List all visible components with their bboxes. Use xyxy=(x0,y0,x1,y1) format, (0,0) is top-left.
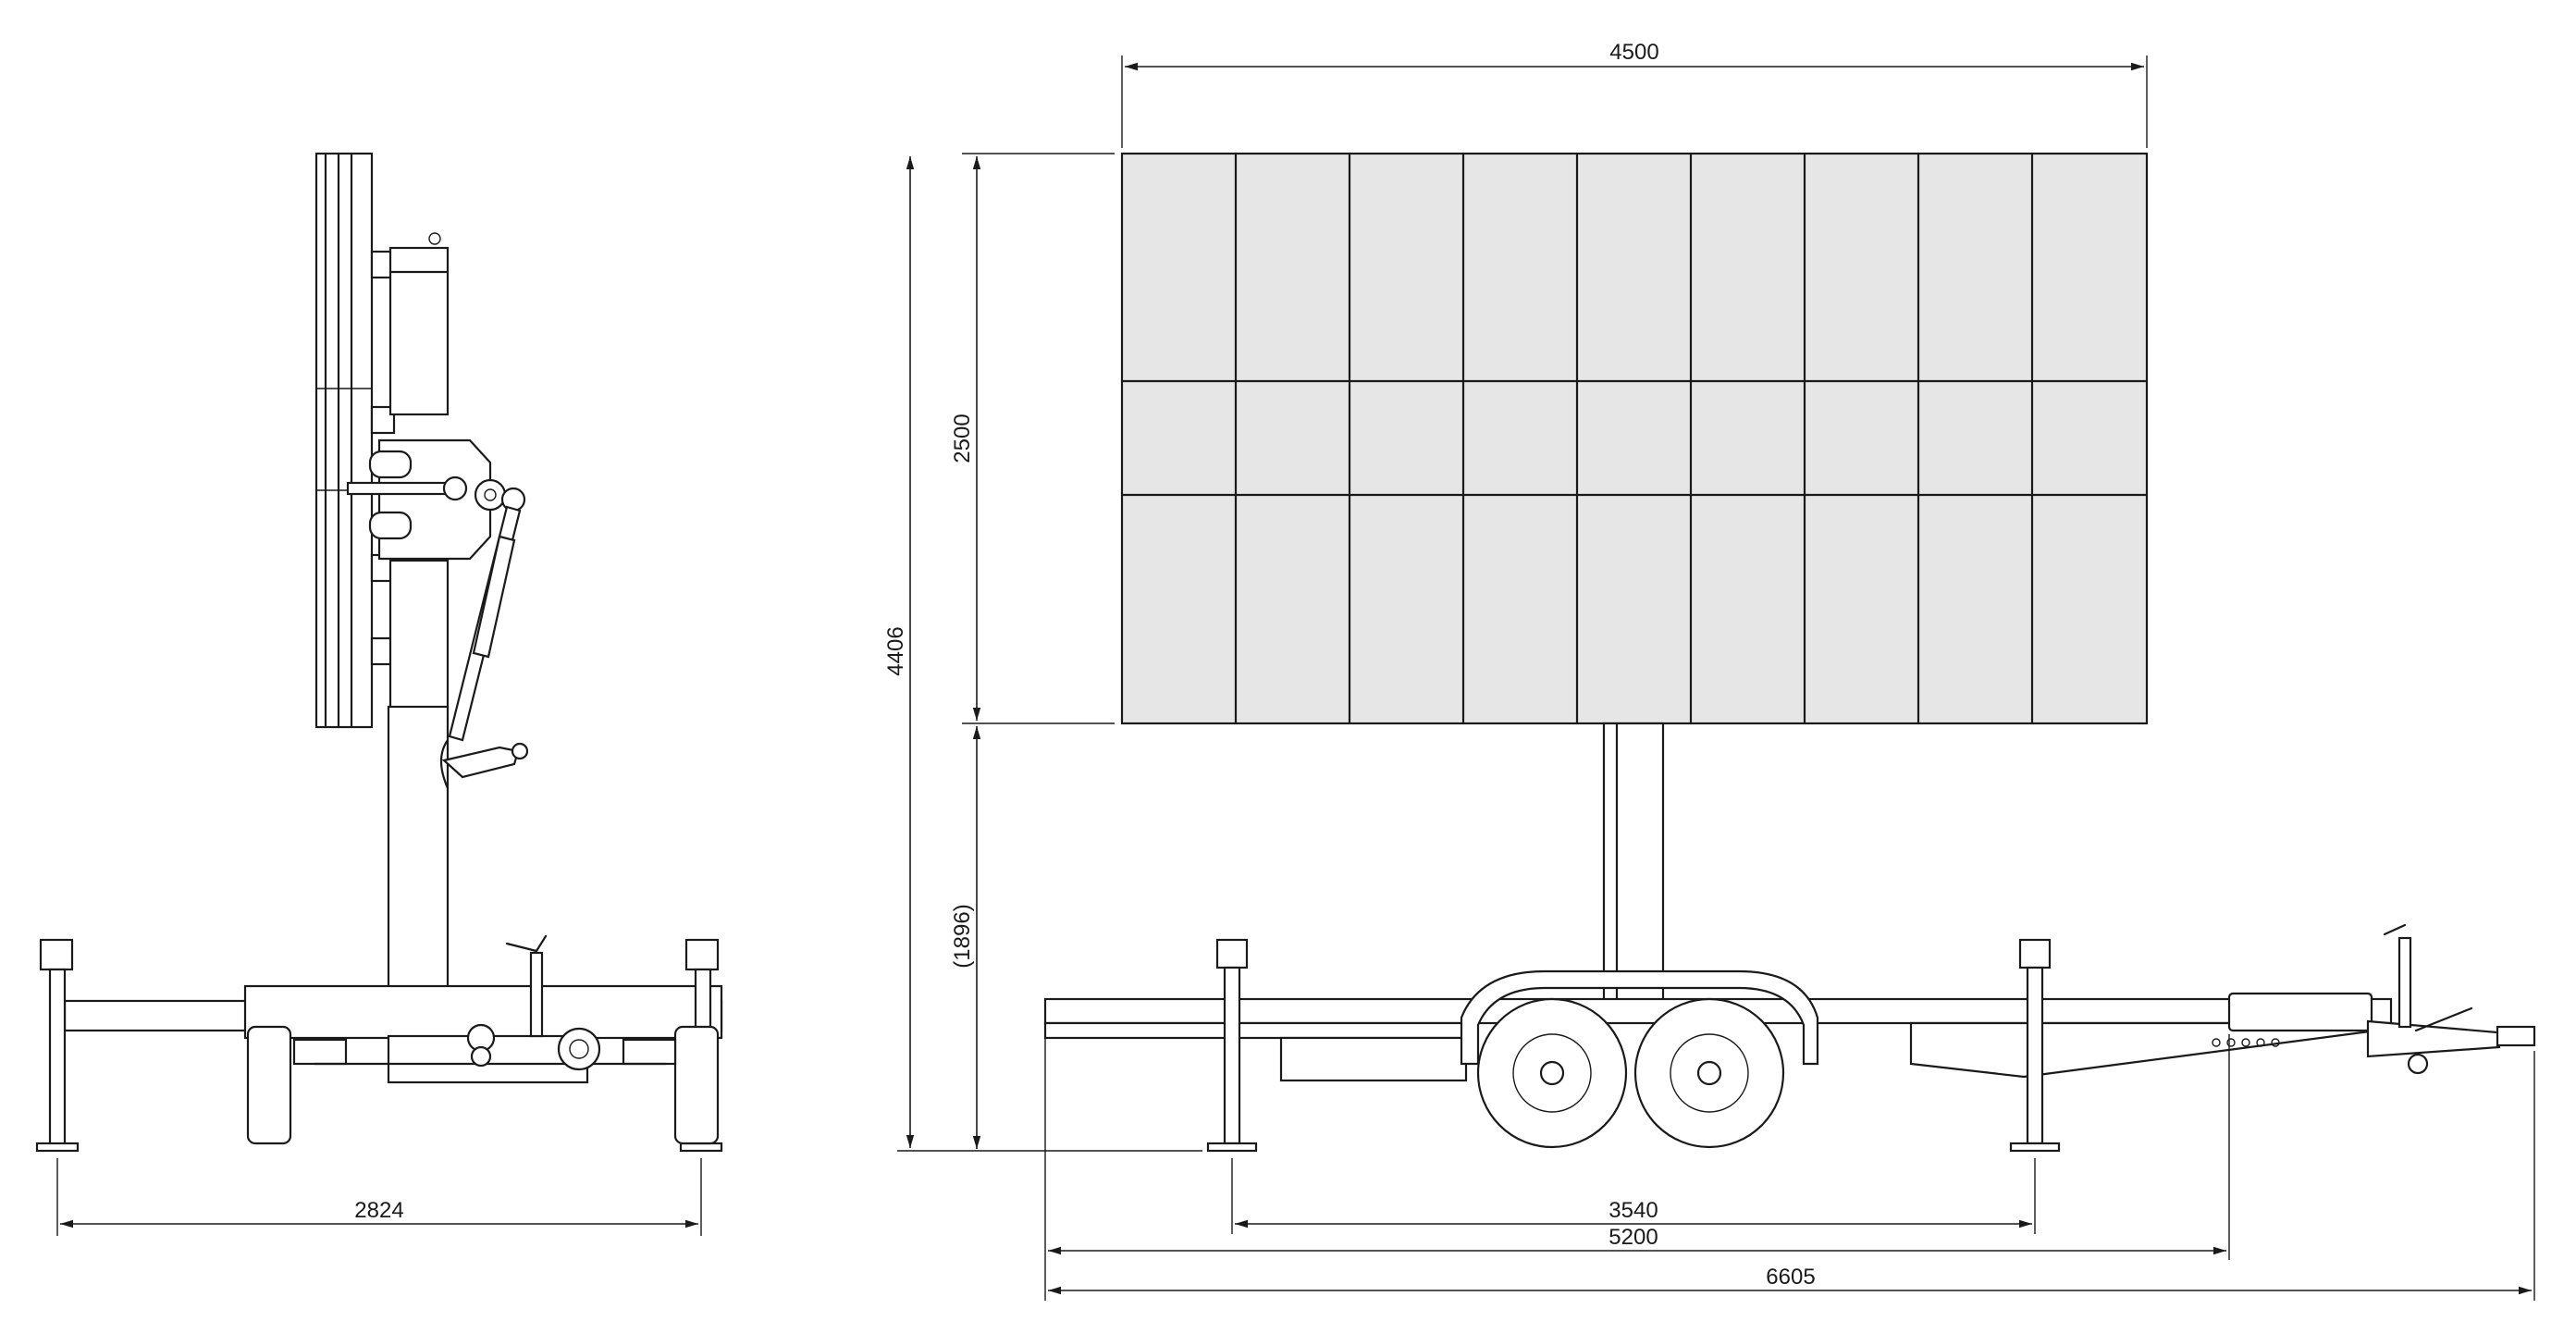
dim-chassis-length: 5200 xyxy=(1608,1225,1658,1250)
dim-overall-length: 6605 xyxy=(1766,1265,1815,1290)
dim-overall-height: 4406 xyxy=(883,626,908,675)
dim-outrigger-span: 3540 xyxy=(1608,1198,1658,1223)
dimension-lines xyxy=(56,56,2535,1301)
panel-grid xyxy=(1120,152,2149,725)
hitch-lights xyxy=(2212,1038,2280,1047)
front-view xyxy=(1043,152,2536,1153)
led-panel xyxy=(1120,152,2149,725)
dim-panel-height: 2500 xyxy=(950,414,975,463)
dim-mast-clearance: (1896) xyxy=(950,904,975,968)
side-view xyxy=(35,152,723,1153)
dim-panel-width: 4500 xyxy=(1609,40,1658,65)
dim-track-width: 2824 xyxy=(354,1198,403,1223)
wheels xyxy=(1476,997,1785,1149)
mast xyxy=(1602,722,1665,1003)
